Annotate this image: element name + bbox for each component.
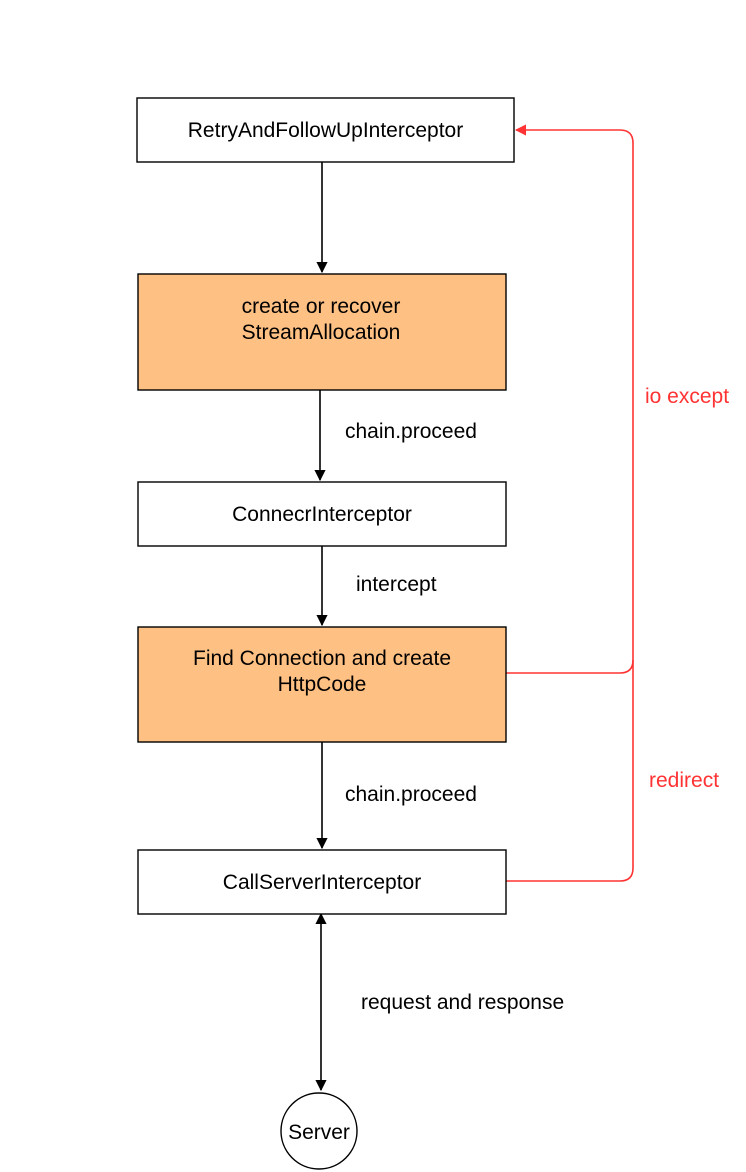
node-call-server-interceptor: CallServerInterceptor: [137, 849, 507, 915]
node-circle: [280, 1092, 358, 1170]
node-label-line: Find Connection and create: [193, 647, 451, 670]
node-label-line: Server: [288, 1121, 350, 1144]
feedback-label-redirect: redirect: [649, 769, 719, 792]
edge-label-intercept: intercept: [356, 573, 437, 596]
node-label-line: HttpCode: [278, 673, 367, 696]
node-box: [137, 626, 507, 743]
feedback-path-io-exception: [506, 124, 634, 674]
node-box: [137, 849, 507, 915]
edge-label-chain-proceed-2: chain.proceed: [345, 783, 477, 806]
edge-label-chain-proceed-1: chain.proceed: [345, 420, 477, 443]
node-find-connection: Find Connection and create HttpCode: [137, 626, 507, 743]
edge-label-request-response: request and response: [361, 991, 564, 1014]
node-server: Server: [280, 1092, 358, 1170]
node-box: [136, 97, 515, 163]
node-label-line: RetryAndFollowUpInterceptor: [188, 119, 463, 142]
node-label-line: StreamAllocation: [242, 321, 401, 344]
node-label-line: CallServerInterceptor: [223, 871, 421, 894]
node-connect-interceptor: ConnecrInterceptor: [137, 481, 507, 547]
node-label-line: create or recover: [242, 295, 401, 318]
node-label-line: ConnecrInterceptor: [232, 503, 412, 526]
node-stream-allocation: create or recover StreamAllocation: [137, 273, 507, 391]
node-box: [137, 481, 507, 547]
feedback-path-redirect: [506, 660, 634, 882]
feedback-label-io-exception: io except: [645, 385, 729, 408]
node-box: [137, 273, 507, 391]
node-retry-follow-up-interceptor: RetryAndFollowUpInterceptor: [136, 97, 515, 163]
